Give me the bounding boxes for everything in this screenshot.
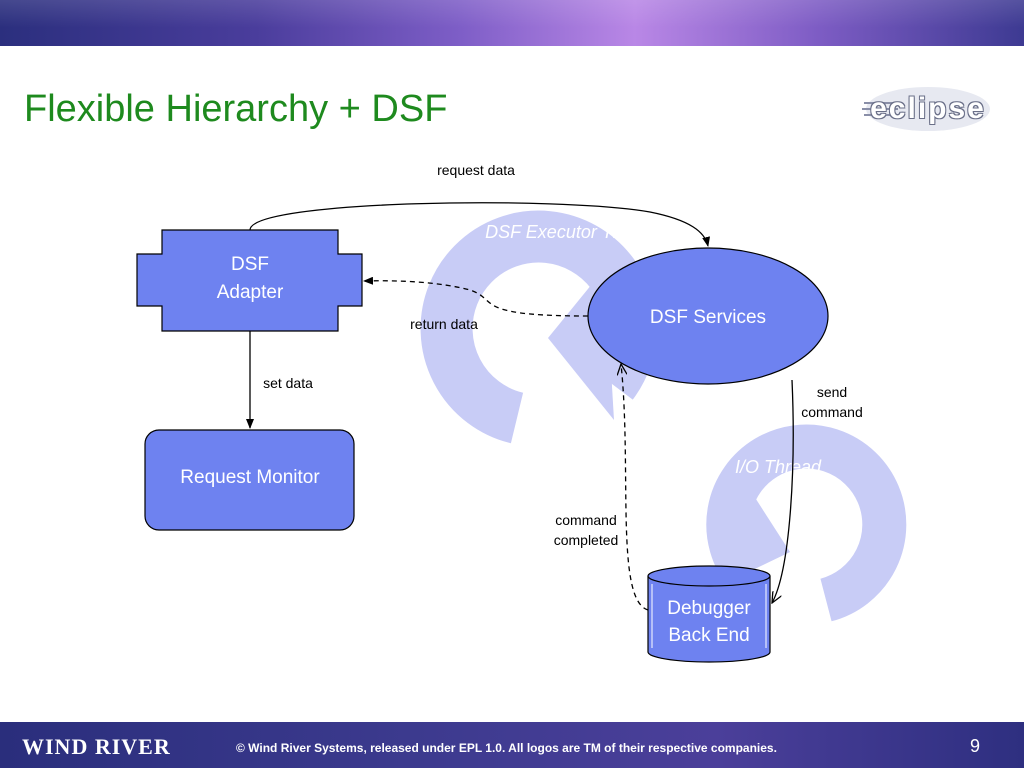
footer-copyright: © Wind River Systems, released under EPL… [236, 741, 777, 755]
eclipse-logo-graphic [862, 87, 990, 131]
request-monitor-node: Request Monitor [144, 429, 355, 531]
monitor-shape [144, 429, 355, 531]
dsf-adapter-node: DSF Adapter [136, 229, 363, 332]
monitor-label: Request Monitor [180, 467, 320, 488]
set-data-label: set data [263, 375, 313, 391]
return-data-label: return data [410, 316, 478, 332]
backend-label-line1: Debugger [667, 598, 751, 619]
io-thread-label: I/O Thread [735, 457, 822, 477]
io-thread-arc [706, 424, 907, 622]
slide-title: Flexible Hierarchy + DSF [24, 88, 448, 130]
debugger-backend-node: Debugger Back End [647, 565, 771, 663]
return-data-edge [363, 276, 589, 317]
dsf-services-node: DSF Services [587, 247, 829, 385]
backend-cylinder-top [647, 565, 771, 587]
adapter-label-line1: DSF [231, 254, 269, 275]
executor-thread-label: DSF Executor Thread [485, 222, 660, 242]
adapter-label-line2: Adapter [217, 282, 284, 303]
header-sheen [0, 0, 1024, 46]
logo-halo [866, 87, 990, 131]
request-data-label: request data [437, 162, 515, 178]
send-command-label-line2: command [801, 404, 862, 420]
command-completed-label-line1: command [555, 512, 616, 528]
command-completed-label-line2: completed [554, 532, 619, 548]
eclipse-logo: eclipse [858, 82, 998, 136]
io-thread-arrowhead [732, 496, 790, 580]
send-command-edge [772, 379, 794, 603]
footer-band [0, 722, 1024, 768]
services-label: DSF Services [650, 307, 766, 328]
backend-cylinder-body [647, 576, 771, 663]
command-completed-edge [621, 364, 649, 611]
page-number: 9 [970, 736, 981, 756]
logo-text: eclipse [870, 92, 986, 125]
send-command-label-line1: send [817, 384, 847, 400]
header-band [0, 0, 1024, 46]
adapter-shape [136, 229, 363, 332]
backend-label-line2: Back End [668, 625, 749, 646]
wind-river-logo: WIND RIVER [22, 734, 171, 759]
request-data-edge [249, 202, 711, 247]
io-thread-arrow [706, 424, 907, 622]
